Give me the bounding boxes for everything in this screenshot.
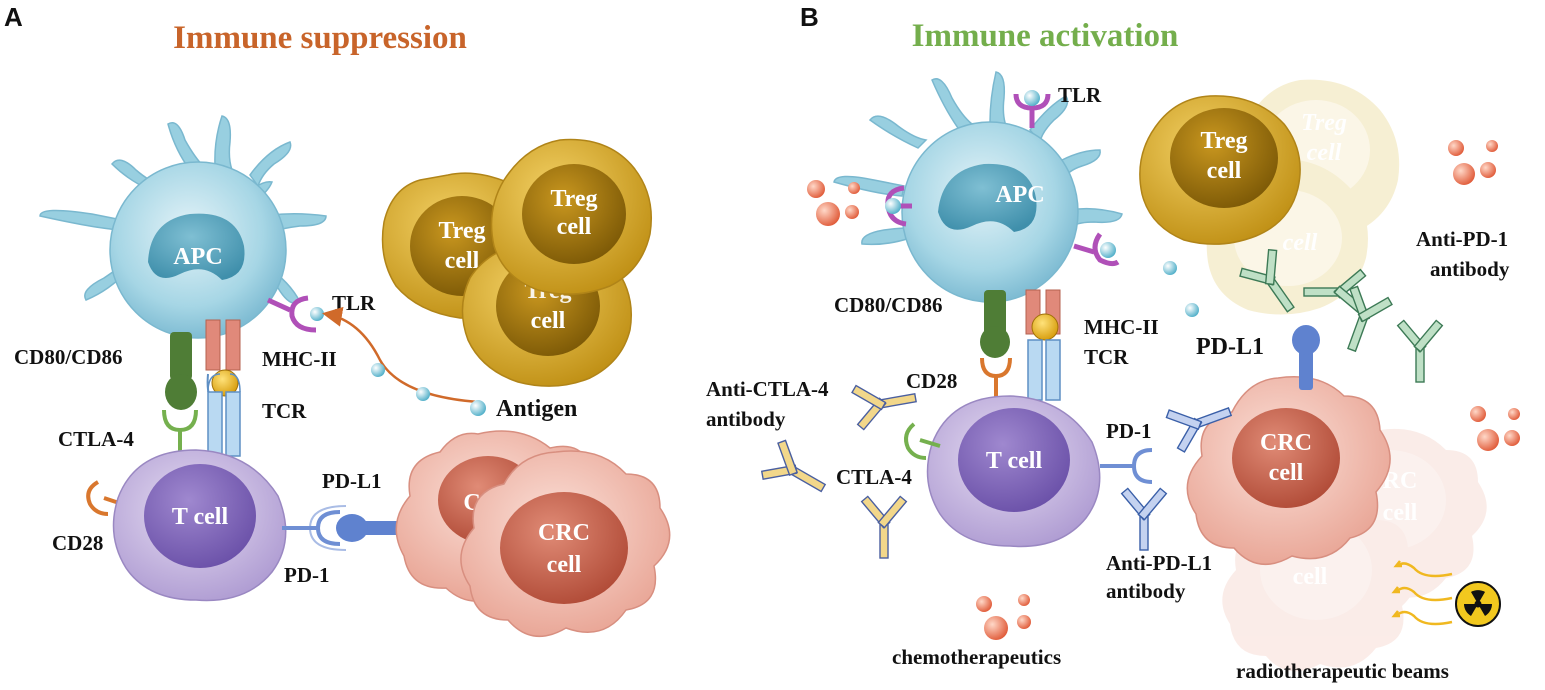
panel-b: B Immune activation Treg cell cell <box>706 2 1520 683</box>
treg-cell-b: Treg cell <box>1139 95 1301 245</box>
anti-pd1-antibody <box>1396 319 1444 383</box>
radiation-beams <box>1391 560 1453 626</box>
mhc-ii-b-label: MHC-II <box>1084 315 1159 339</box>
pd1-b-label: PD-1 <box>1106 419 1152 443</box>
ghost-crc-2-label-2: cell <box>1293 564 1328 590</box>
treg-2-label: Treg <box>550 186 597 212</box>
radio-label: radiotherapeutic beams <box>1236 659 1449 683</box>
anti-pd1-antibody <box>1347 285 1393 353</box>
anti-pd1-label-2: antibody <box>1430 257 1510 281</box>
tlr-b-label: TLR <box>1058 83 1102 107</box>
antigen-dot <box>470 400 486 416</box>
crc-1-label-2: cell <box>547 552 582 578</box>
tcr-label: TCR <box>262 399 307 423</box>
panel-a-title: Immune suppression <box>173 20 467 56</box>
anti-pdl1-antibody <box>1120 487 1168 551</box>
cd80-cd86-molecule-b <box>980 290 1010 358</box>
pd1-receptor-b <box>1100 448 1153 484</box>
antigen-label: Antigen <box>496 396 577 422</box>
antigen-dot <box>1185 303 1199 317</box>
cd80-cd86-molecule <box>165 332 197 410</box>
ctla4-receptor-b <box>904 422 941 460</box>
apc-cell-b: APC <box>833 71 1123 303</box>
treg-b-label-2: cell <box>1207 158 1242 184</box>
crc-b-label-2: cell <box>1269 460 1304 486</box>
cd28-b-label: CD28 <box>906 369 957 393</box>
crc-cells: C CRC cell <box>395 430 671 638</box>
antigen-peptide <box>211 369 239 397</box>
antigen-bound-dot <box>310 307 324 321</box>
pdl1-label: PD-L1 <box>322 469 382 493</box>
apc-cell: APC <box>39 115 327 339</box>
treg-b-label: Treg <box>1200 128 1247 154</box>
t-cell-label: T cell <box>172 504 229 530</box>
pdl1-b-label: PD-L1 <box>1196 334 1264 360</box>
ghost-treg-1-label: Treg <box>1301 110 1347 136</box>
ctla4-b-label: CTLA-4 <box>836 465 912 489</box>
apc-b-label: APC <box>995 182 1044 208</box>
pdl1-ligand-b <box>1292 325 1320 390</box>
ghost-treg-1-label-2: cell <box>1307 140 1342 166</box>
anti-pdl1-antibody <box>1165 407 1233 453</box>
treg-cells: Treg cell Treg cell Treg cell <box>381 138 653 387</box>
t-cell-b: T cell <box>926 395 1101 548</box>
anti-pdl1-label-2: antibody <box>1106 579 1186 603</box>
panel-b-title: Immune activation <box>912 18 1179 54</box>
t-cell: T cell <box>112 449 287 602</box>
tcr-b-label: TCR <box>1084 345 1129 369</box>
panel-b-letter: B <box>800 2 819 32</box>
tcr-molecule <box>206 373 241 458</box>
treg-1-label-2: cell <box>445 248 480 274</box>
anti-ctla4-antibody <box>860 495 908 559</box>
tlr-label: TLR <box>332 291 376 315</box>
treg-1-label: Treg <box>438 218 485 244</box>
ghost-crc-1-label-2: cell <box>1383 500 1418 526</box>
cd80-label: CD80/CD86 <box>14 345 123 369</box>
anti-ctla4-antibody <box>760 439 827 493</box>
pd1-label: PD-1 <box>284 563 330 587</box>
chemo-particles <box>807 140 1520 640</box>
anti-pd1-antibody <box>1239 249 1295 313</box>
ctla4-label: CTLA-4 <box>58 427 134 451</box>
mhc-ii-molecule <box>205 319 241 371</box>
t-cell-b-label: T cell <box>986 448 1043 474</box>
anti-pdl1-label: Anti-PD-L1 <box>1106 551 1212 575</box>
antigen-dot <box>371 363 385 377</box>
cd28-label: CD28 <box>52 531 103 555</box>
crc-b-label: CRC <box>1260 430 1312 456</box>
antigen-dot <box>1100 242 1116 258</box>
treg-3-label-2: cell <box>531 308 566 334</box>
antigen-peptide-b <box>1031 313 1059 341</box>
crc-cell-b: CRC cell <box>1186 376 1391 566</box>
treg-2-label-2: cell <box>557 214 592 240</box>
antigen-arrow <box>322 306 479 404</box>
mhc-ii-label: MHC-II <box>262 347 337 371</box>
anti-ctla4-antibody <box>851 384 917 431</box>
anti-ctla4-label-2: antibody <box>706 407 786 431</box>
antigen-dot <box>1163 261 1177 275</box>
antigen-dot <box>1024 90 1040 106</box>
radiation-icon <box>1455 581 1501 627</box>
antibodies <box>760 249 1444 559</box>
panel-a-letter: A <box>4 2 23 32</box>
antigen-dot <box>416 387 430 401</box>
panel-a: A Immune suppression APC Treg <box>4 2 671 638</box>
anti-pd1-label: Anti-PD-1 <box>1416 227 1508 251</box>
cd80-b-label: CD80/CD86 <box>834 293 943 317</box>
chemo-label: chemotherapeutics <box>892 645 1061 669</box>
crc-1-label: CRC <box>538 520 590 546</box>
tcr-molecule-b <box>1027 339 1061 401</box>
pd1-receptor <box>282 505 347 551</box>
ghost-treg-2-label: cell <box>1283 230 1318 256</box>
antigen-dot <box>885 198 901 214</box>
tlr-receptor <box>266 295 324 333</box>
apc-label: APC <box>173 244 222 270</box>
anti-ctla4-label: Anti-CTLA-4 <box>706 377 829 401</box>
